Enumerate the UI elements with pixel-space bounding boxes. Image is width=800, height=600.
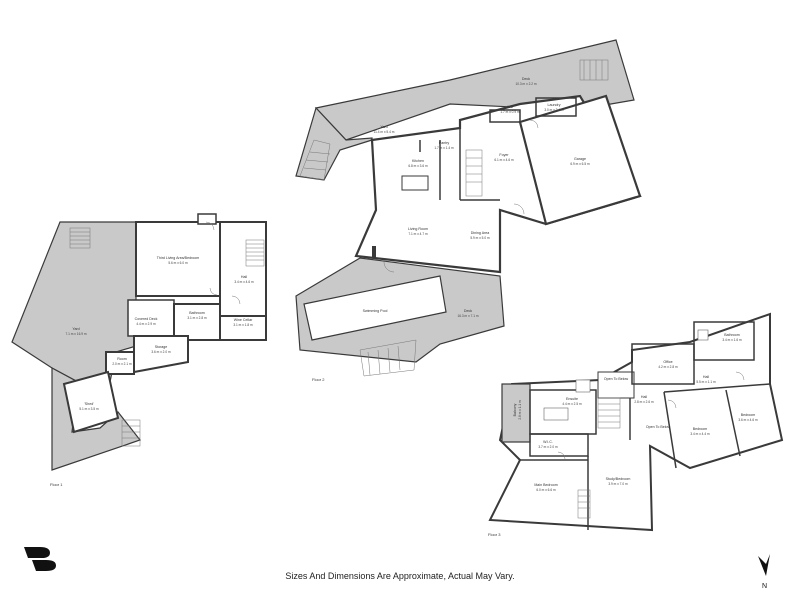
room-name: Bathroom: [724, 333, 740, 337]
room-name: Yard: [380, 125, 387, 129]
room-name: Open To Below: [646, 425, 671, 429]
room-name: Open To Below: [604, 377, 629, 381]
room-dims: 4.4 m x 2.5 m: [562, 402, 582, 406]
room-dims: 2.8 m x 2.6 m: [634, 400, 654, 404]
room-dims: 6.9 m x 6.5 m: [570, 162, 590, 166]
room-name: Ensuite: [566, 397, 578, 401]
room-name: Laundry: [548, 103, 561, 107]
room-name: Garage: [574, 157, 586, 161]
room-dims: 5.9 m x 5.0 m: [470, 236, 490, 240]
room-name: Covered Deck: [135, 317, 158, 321]
room-dims: 1.7 m x 1.4 m: [434, 146, 454, 150]
room-name: Main Bedroom: [534, 483, 557, 487]
room-name: Kitchen: [412, 159, 424, 163]
room-dims: 3.4 m x 4.4 m: [690, 432, 710, 436]
room-dims: 3.0 m x 2.4 m: [544, 108, 564, 112]
room-name: Living Room: [408, 227, 428, 231]
f1-third-living: [135, 221, 221, 297]
room-dims: 7.1 m x 16.9 m: [65, 332, 86, 336]
room-name: Wine Cellar: [234, 318, 253, 322]
room-dims: 3.7 m x 2.0 m: [538, 445, 558, 449]
f1-shed: [62, 370, 120, 434]
room-name: Hall: [641, 395, 647, 399]
room-dims: 3.6 m x 2.0 m: [151, 350, 171, 354]
room-dims: 3.4 m x 4.6 m: [234, 280, 254, 284]
room-dims: 5.5 m x 1.1 m: [696, 380, 716, 384]
room-name: 'Shed': [84, 402, 94, 406]
room-name: W.I.C.: [543, 440, 553, 444]
floor-1: Floor 1: [11, 213, 267, 487]
north-arrow-icon: N: [758, 554, 770, 590]
room-name: Room: [117, 357, 127, 361]
f1-wine-cellar: [219, 315, 267, 341]
room-dims: 6.0 m x 6.6 m: [536, 488, 556, 492]
room-name: Bathroom: [189, 311, 205, 315]
f3-balcony: [501, 383, 531, 443]
f1-bathroom: [173, 303, 221, 341]
f2-swimming-pool: [303, 275, 447, 341]
brand-logo: [24, 547, 56, 571]
room-name: Yard: [72, 327, 79, 331]
f1-hall: [219, 221, 267, 317]
room-name: Third Living Area/Bedroom: [157, 256, 200, 260]
room-name: Swimming Pool: [363, 309, 388, 313]
floor-2-label: Floor 2: [312, 377, 325, 382]
room-name: Storage: [155, 345, 168, 349]
room-dims: 3.1 m x 1.8 m: [233, 323, 253, 327]
room-dims: 11.4 m x 5.4 m: [374, 130, 395, 134]
room-dims: 2.0 m x 2.1 m: [112, 362, 132, 366]
room-name: Hall: [703, 375, 709, 379]
room-name: Dining Area: [471, 231, 490, 235]
room-dims: 10.3 m x 2.2 m: [515, 82, 536, 86]
room-dims: 16.3 m x 7.1 m: [457, 314, 478, 318]
room-name: Office: [663, 360, 672, 364]
f2-garage: [518, 94, 642, 226]
room-name: Bedroom: [741, 413, 756, 417]
room-name: Foyer: [499, 153, 509, 157]
room-dims: 3.9 m x 7.0 m: [608, 482, 628, 486]
disclaimer-text: Sizes And Dimensions Are Approximate, Ac…: [285, 571, 515, 581]
room-name: Hall: [241, 275, 247, 279]
floor-1-label: Floor 1: [50, 482, 63, 487]
room-name: Study/Bedroom: [606, 477, 631, 481]
room-name: Deck: [464, 309, 472, 313]
room-dims: 5.1 m x 3.5 m: [79, 407, 99, 411]
room-dims: 3.1 m x 2.8 m: [187, 316, 207, 320]
room-dims: 6.1 m x 4.6 m: [494, 158, 514, 162]
room-name: WC: [507, 105, 513, 109]
room-name: Deck: [522, 77, 530, 81]
f1-storage: [133, 335, 189, 374]
f3-house: [488, 312, 784, 532]
room-dims: 7.1 m x 4.7 m: [408, 232, 428, 236]
room-dims: 3.6 m x 4.6 m: [738, 418, 758, 422]
floor-3-label: Floor 3: [488, 532, 501, 537]
room-dims: 1.7 m x 0.9 m: [500, 110, 520, 114]
floor-3: Floor 3: [488, 312, 784, 537]
f1-room: [105, 351, 135, 375]
room-dims: 5.6 m x 6.0 m: [168, 261, 188, 265]
room-name: Pantry: [439, 141, 450, 145]
room-dims: 6.8 m x 3.6 m: [408, 164, 428, 168]
room-dims: 4.4 m x 2.9 m: [136, 322, 156, 326]
f3-open-below-1: [597, 371, 635, 399]
room-dims: 2.8 m x 1.1 m: [518, 400, 522, 420]
room-name: Balcony: [513, 403, 517, 416]
room-dims: 3.4 m x 1.6 m: [722, 338, 742, 342]
room-dims: 4.2 m x 2.8 m: [658, 365, 678, 369]
floor-2: Floor 2: [295, 39, 642, 382]
room-name: Bedroom: [693, 427, 708, 431]
north-label: N: [762, 583, 767, 590]
f2-yard-top: [295, 106, 373, 181]
